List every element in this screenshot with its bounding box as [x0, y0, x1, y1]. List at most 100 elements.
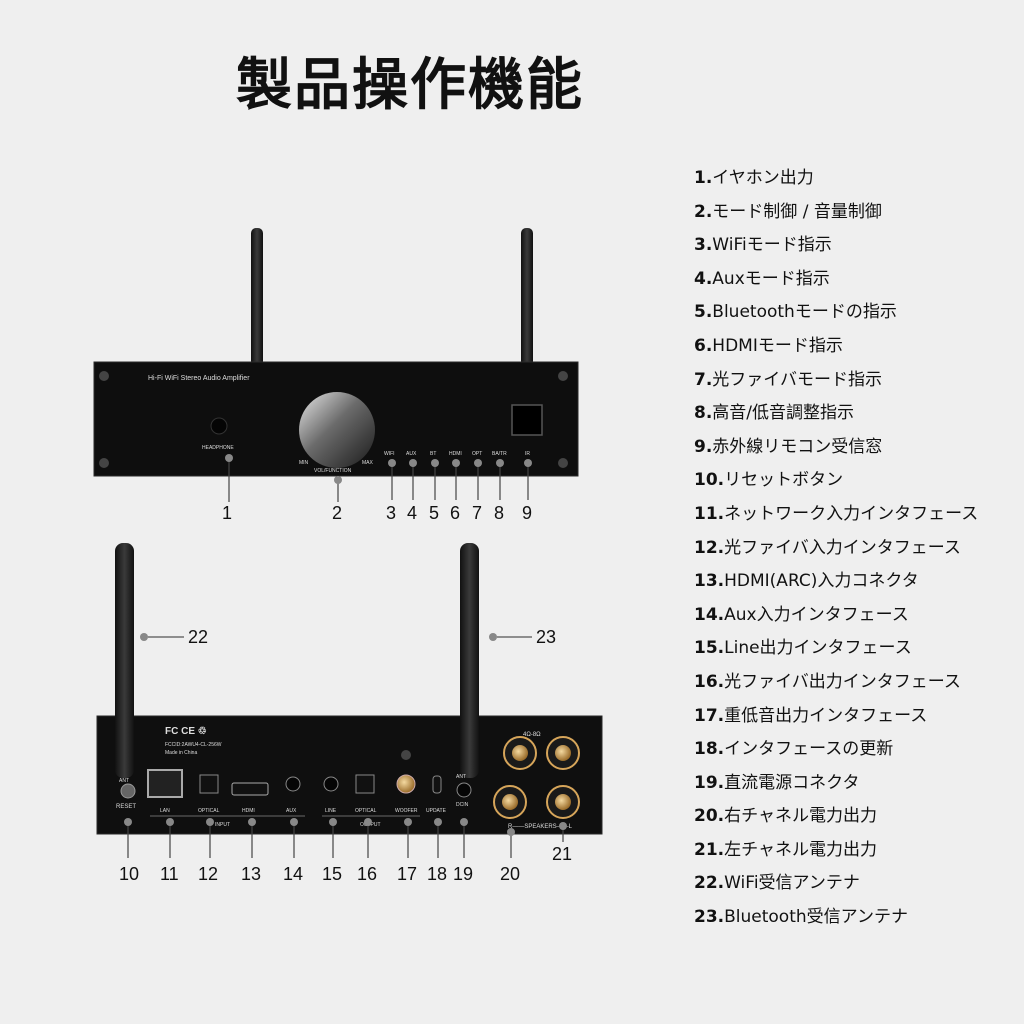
feature-text: リセットボタン — [724, 470, 844, 491]
feature-text: Bluetoothモードの指示 — [712, 302, 897, 323]
callout-2: 2 — [332, 503, 342, 523]
feature-text: ネットワーク入力インタフェース — [724, 503, 979, 524]
front-antenna-right — [521, 228, 533, 366]
feature-item: 8.高音/低音調整指示 — [694, 399, 978, 433]
update-port[interactable] — [432, 775, 442, 794]
callout-12: 12 — [198, 864, 218, 884]
hdmi-port[interactable] — [231, 782, 269, 796]
callout-23: 23 — [536, 627, 556, 647]
feature-item: 22.WiFi受信アンテナ — [694, 869, 978, 903]
feature-text: HDMIモード指示 — [712, 335, 843, 356]
callout-7: 7 — [472, 503, 482, 523]
indicator-aux-label: AUX — [406, 451, 417, 457]
feature-text: Bluetooth受信アンテナ — [724, 907, 908, 928]
hdmi-label: HDMI — [242, 808, 255, 814]
rear-callouts — [124, 818, 567, 858]
line-port[interactable] — [323, 776, 339, 792]
indicator-bt-label: BT — [430, 451, 436, 457]
feature-text: Auxモード指示 — [712, 268, 830, 289]
volume-knob[interactable] — [299, 392, 375, 468]
callout-1: 1 — [222, 503, 232, 523]
feature-item: 4.Auxモード指示 — [694, 265, 978, 299]
fcc-id-text: FCCID:2AWU4-CL-256W — [165, 742, 222, 748]
callout-21: 21 — [552, 844, 572, 864]
feature-text: 直流電源コネクタ — [724, 772, 860, 793]
update-label: UPDATE — [426, 808, 447, 814]
feature-number: 16. — [694, 671, 725, 692]
feature-number: 5. — [694, 302, 713, 323]
feature-item: 10.リセットボタン — [694, 466, 978, 500]
indicator-opt-label: OPT — [472, 451, 482, 457]
callout-8: 8 — [494, 503, 504, 523]
callout-6: 6 — [450, 503, 460, 523]
feature-number: 12. — [694, 537, 725, 558]
cert-marks: FC CE ♲ — [165, 726, 207, 737]
feature-text: Line出力インタフェース — [724, 638, 912, 659]
feature-number: 9. — [694, 436, 713, 457]
feature-number: 10. — [694, 470, 725, 491]
feature-text: 左チャネル電力出力 — [724, 839, 877, 860]
feature-list: 1.イヤホン出力 2.モード制御 / 音量制御 3.WiFiモード指示 4.Au… — [694, 164, 978, 937]
feature-text: 赤外線リモコン受信窓 — [712, 436, 883, 457]
feature-item: 19.直流電源コネクタ — [694, 769, 978, 803]
lan-label: LAN — [160, 808, 170, 814]
feature-number: 8. — [694, 403, 713, 424]
feature-item: 1.イヤホン出力 — [694, 164, 978, 198]
indicator-hdmi-label: HDMI — [449, 451, 462, 457]
aux-label: AUX — [286, 808, 297, 814]
feature-number: 4. — [694, 268, 713, 289]
feature-item: 9.赤外線リモコン受信窓 — [694, 433, 978, 467]
callout-16: 16 — [357, 864, 377, 884]
feature-text: WiFiモード指示 — [712, 235, 832, 256]
feature-text: 光ファイバ入力インタフェース — [724, 537, 961, 558]
callout-9: 9 — [522, 503, 532, 523]
woofer-screw-icon — [401, 750, 411, 760]
dc-in-port[interactable] — [456, 782, 472, 798]
feature-text: モード制御 / 音量制御 — [712, 201, 882, 222]
feature-item: 11.ネットワーク入力インタフェース — [694, 500, 978, 534]
feature-number: 22. — [694, 873, 725, 894]
min-label: MIN — [299, 460, 309, 466]
speaker-terminals[interactable] — [493, 736, 580, 819]
screw-icon — [99, 371, 109, 381]
rear-panel: FC CE ♲ FCCID:2AWU4-CL-256W Made in Chin… — [96, 543, 603, 835]
indicator-ir-label: IR — [525, 451, 530, 457]
lan-port[interactable] — [147, 769, 183, 798]
callout-22: 22 — [188, 627, 208, 647]
feature-item: 5.Bluetoothモードの指示 — [694, 298, 978, 332]
screw-icon — [99, 458, 109, 468]
feature-text: Aux入力インタフェース — [724, 604, 909, 625]
optical-in-label: OPTICAL — [198, 808, 220, 814]
feature-item: 12.光ファイバ入力インタフェース — [694, 534, 978, 568]
callout-14: 14 — [283, 864, 303, 884]
feature-item: 15.Line出力インタフェース — [694, 634, 978, 668]
feature-number: 17. — [694, 705, 725, 726]
callout-10: 10 — [119, 864, 139, 884]
callout-15: 15 — [322, 864, 342, 884]
made-in-text: Made in China — [165, 750, 197, 756]
feature-number: 7. — [694, 369, 713, 390]
headphone-jack[interactable] — [210, 417, 228, 435]
headphone-label: HEADPHONE — [202, 445, 234, 451]
screw-icon — [558, 458, 568, 468]
reset-button[interactable] — [120, 783, 136, 799]
feature-number: 2. — [694, 201, 713, 222]
optical-in-port[interactable] — [199, 774, 219, 794]
aux-port[interactable] — [285, 776, 301, 792]
optical-out-label: OPTICAL — [355, 808, 377, 814]
ohms-label: 4Ω-8Ω — [523, 732, 541, 738]
feature-number: 13. — [694, 571, 725, 592]
feature-item: 13.HDMI(ARC)入力コネクタ — [694, 567, 978, 601]
optical-out-port[interactable] — [355, 774, 375, 794]
front-panel: Hi-Fi WiFi Stereo Audio Amplifier HEADPH… — [93, 228, 579, 477]
feature-item: 16.光ファイバ出力インタフェース — [694, 668, 978, 702]
indicator-row: WIFI AUX BT HDMI OPT BA/TR IR — [384, 451, 530, 457]
ir-window — [511, 404, 543, 436]
feature-item: 7.光ファイバモード指示 — [694, 366, 978, 400]
feature-item: 18.インタフェースの更新 — [694, 735, 978, 769]
woofer-port[interactable] — [396, 774, 416, 794]
feature-text: イヤホン出力 — [712, 168, 814, 188]
feature-text: WiFi受信アンテナ — [724, 873, 860, 894]
callout-17: 17 — [397, 864, 417, 884]
callout-5: 5 — [429, 503, 439, 523]
